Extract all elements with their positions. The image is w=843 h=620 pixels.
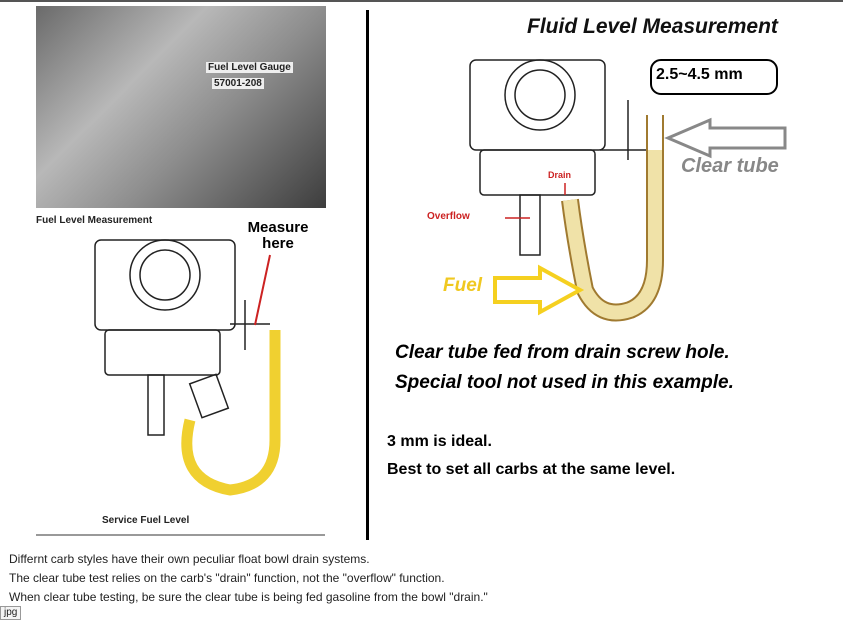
clear-tube — [563, 150, 662, 320]
fuel-arrow-icon — [493, 264, 585, 316]
advice-text: Best to set all carbs at the same level. — [387, 461, 676, 478]
drain-label: Drain — [548, 170, 572, 180]
diagram-title: Fuel Level Measurement — [36, 215, 153, 226]
clear-tube-arrow-icon — [664, 117, 787, 159]
divider — [366, 10, 369, 540]
range-label: 2.5~4.5 mm — [656, 66, 743, 83]
overflow-label: Overflow — [427, 211, 470, 222]
left-caption: Service Fuel Level — [102, 515, 190, 526]
note-line-2: Special tool not used in this example. — [395, 372, 734, 393]
top-border — [0, 0, 843, 2]
page-text-line: Differnt carb styles have their own pecu… — [9, 552, 370, 566]
file-tooltip: jpg — [0, 606, 22, 620]
right-title: Fluid Level Measurement — [527, 15, 778, 38]
note-line-1: Clear tube fed from drain screw hole. — [395, 342, 730, 363]
left-carb-diagram — [94, 239, 270, 436]
measure-here-label: Measure here — [247, 219, 309, 252]
measure-pointer — [254, 254, 271, 326]
photo-label-part: 57001-208 — [212, 78, 264, 89]
left-fuel-tube — [181, 330, 281, 496]
page-text-line: The clear tube test relies on the carb's… — [9, 571, 445, 585]
fuel-label: Fuel — [443, 275, 483, 296]
clear-tube-label: Clear tube — [681, 155, 779, 177]
range-box — [650, 59, 778, 95]
carb-diagrams — [36, 59, 787, 536]
page-text-line: When clear tube testing, be sure the cle… — [9, 590, 488, 604]
photo-label-gauge: Fuel Level Gauge — [206, 62, 293, 73]
carburetor-photo: Fuel Level Gauge 57001-208 — [36, 6, 326, 208]
ideal-text: 3 mm is ideal. — [387, 433, 492, 450]
